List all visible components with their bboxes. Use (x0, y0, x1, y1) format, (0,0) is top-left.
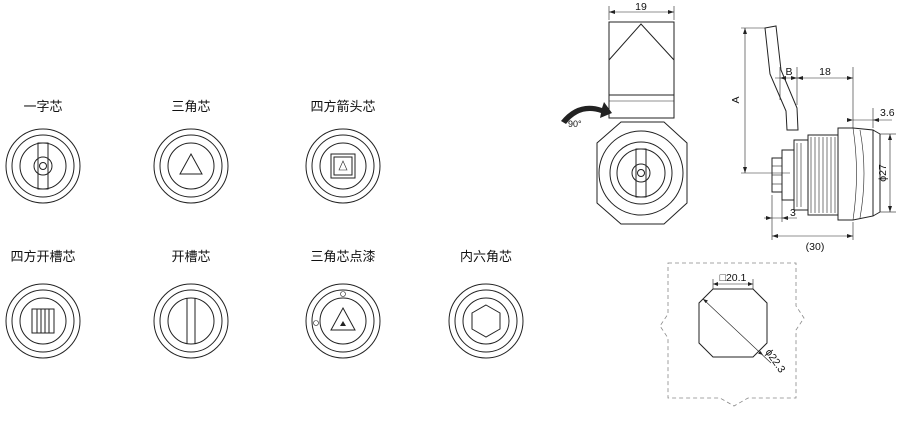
square-arrow-key-icon (305, 128, 381, 204)
rotation-angle: 90° (568, 119, 582, 129)
dim-18: 18 (819, 66, 831, 78)
core-label-square-arrow: 四方箭头芯 (310, 99, 375, 115)
core-label-hex-socket: 内六角芯 (460, 249, 512, 265)
dim-3-6: 3.6 (880, 107, 895, 119)
triangle-painted-key-icon (305, 283, 381, 359)
dim-30: (30) (806, 241, 825, 253)
dim-phi27: ϕ27 (877, 164, 889, 182)
triangle-key-icon (153, 128, 229, 204)
hex-socket-key-icon (448, 283, 524, 359)
dim-a: A (730, 96, 742, 103)
core-label-triangle-painted: 三角芯点漆 (310, 249, 375, 265)
dim-b: B (785, 66, 792, 78)
square-slotted-key-icon (5, 283, 81, 359)
core-label-triangle: 三角芯 (171, 100, 210, 115)
dim-width-19: 19 (635, 1, 647, 13)
dim-square-20-1: □20.1 (720, 272, 747, 284)
slotted-key-icon (153, 283, 229, 359)
side-view: A B 18 3.6 ϕ27 (730, 25, 896, 253)
panel-cutout: □20.1 ϕ22.3 (659, 262, 805, 407)
rotation-arrow-icon (561, 102, 612, 124)
front-view: 19 90° (561, 1, 688, 225)
core-label-single-slot: 一字芯 (23, 100, 62, 115)
dim-3: 3 (790, 207, 796, 219)
dim-phi-22-3: ϕ22.3 (763, 347, 788, 376)
single-slot-key-icon (5, 128, 81, 204)
core-label-square-slotted: 四方开槽芯 (10, 249, 75, 265)
core-label-slotted: 开槽芯 (171, 250, 210, 265)
